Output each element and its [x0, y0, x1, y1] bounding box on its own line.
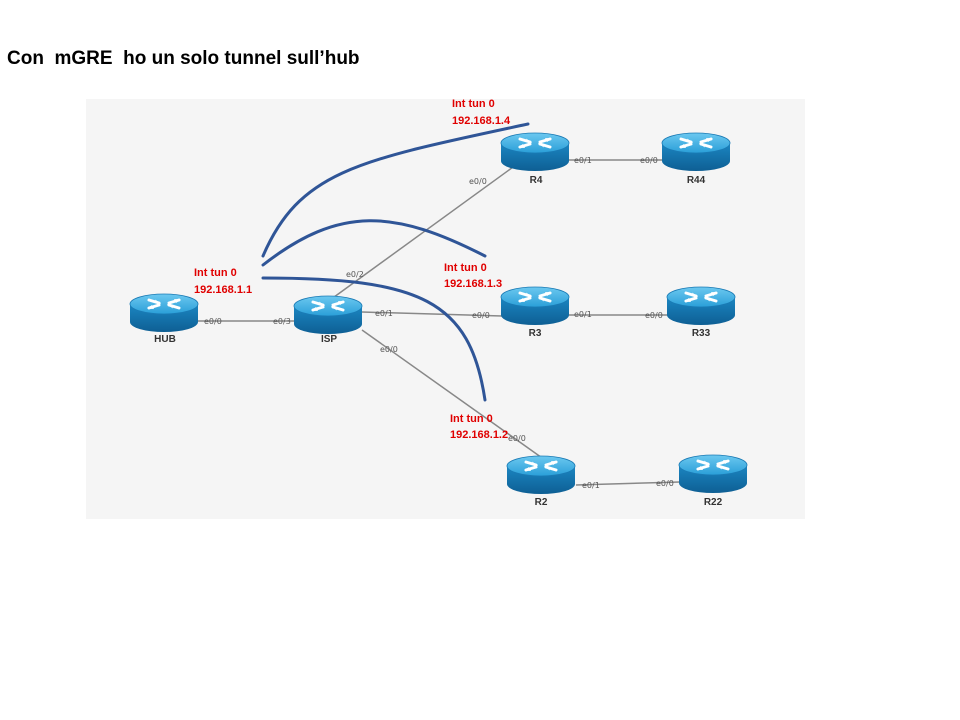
tunnel-r3-ip: 192.168.1.3: [444, 278, 502, 290]
iface-r4-e00: e0/0: [469, 177, 487, 186]
link-isp-r3: [361, 311, 503, 317]
tunnel-label-r4: Int tun 0 192.168.1.4: [452, 98, 511, 127]
tunnel-r3-name: Int tun 0: [444, 262, 487, 274]
iface-isp-e03: e0/3: [273, 317, 291, 326]
router-r4-label: R4: [530, 175, 543, 186]
link-r2-r22: [575, 481, 681, 486]
iface-r22-e00: e0/0: [656, 479, 674, 488]
iface-r3-e01: e0/1: [574, 310, 592, 319]
iface-r2-e01: e0/1: [582, 481, 600, 490]
iface-r2-e00: e0/0: [508, 434, 526, 443]
iface-isp-e02: e0/2: [346, 270, 364, 279]
router-r2-label: R2: [535, 497, 548, 508]
tunnel-curve-r2: [261, 276, 487, 402]
router-hub[interactable]: HUB: [128, 292, 200, 345]
tunnel-hub-ip: 192.168.1.1: [194, 284, 252, 296]
iface-isp-e00: e0/0: [380, 345, 398, 354]
router-r3-label: R3: [529, 328, 542, 339]
router-r22[interactable]: R22: [677, 453, 749, 508]
router-isp-label: ISP: [321, 334, 337, 345]
router-r2[interactable]: R2: [505, 454, 577, 508]
tunnel-curve-r3: [261, 219, 487, 267]
tunnel-hub-name: Int tun 0: [194, 267, 237, 279]
tunnel-label-r2: Int tun 0 192.168.1.2: [450, 413, 508, 441]
router-r22-label: R22: [704, 497, 723, 508]
iface-r44-e00: e0/0: [640, 156, 658, 165]
iface-r33-e00: e0/0: [645, 311, 663, 320]
tunnel-r4-ip: 192.168.1.4: [452, 115, 511, 127]
router-r33[interactable]: R33: [665, 285, 737, 339]
router-isp[interactable]: ISP: [292, 294, 364, 345]
link-isp-r2: [361, 329, 546, 461]
tunnel-r2-name: Int tun 0: [450, 413, 493, 425]
tunnel-r4-name: Int tun 0: [452, 98, 495, 110]
interface-labels: e0/0 e0/3 e0/2 e0/1 e0/0 e0/0 e0/1 e0/0 …: [204, 156, 674, 490]
router-r3[interactable]: R3: [499, 285, 571, 339]
iface-isp-e01: e0/1: [375, 309, 393, 318]
iface-r3-e00: e0/0: [472, 311, 490, 320]
tunnel-curves: [261, 122, 530, 402]
router-r4[interactable]: R4: [499, 131, 571, 186]
iface-hub-e00: e0/0: [204, 317, 222, 326]
router-hub-label: HUB: [154, 334, 176, 345]
tunnel-r2-ip: 192.168.1.2: [450, 429, 508, 441]
iface-r4-e01: e0/1: [574, 156, 592, 165]
slide-title: Con mGRE ho un solo tunnel sull’hub: [7, 48, 360, 69]
router-r44[interactable]: R44: [660, 131, 732, 186]
router-r33-label: R33: [692, 328, 711, 339]
router-r44-label: R44: [687, 175, 706, 186]
tunnel-label-hub: Int tun 0 192.168.1.1: [194, 267, 252, 296]
tunnel-curve-r4: [261, 122, 530, 258]
tunnel-label-r3: Int tun 0 192.168.1.3: [444, 262, 502, 290]
